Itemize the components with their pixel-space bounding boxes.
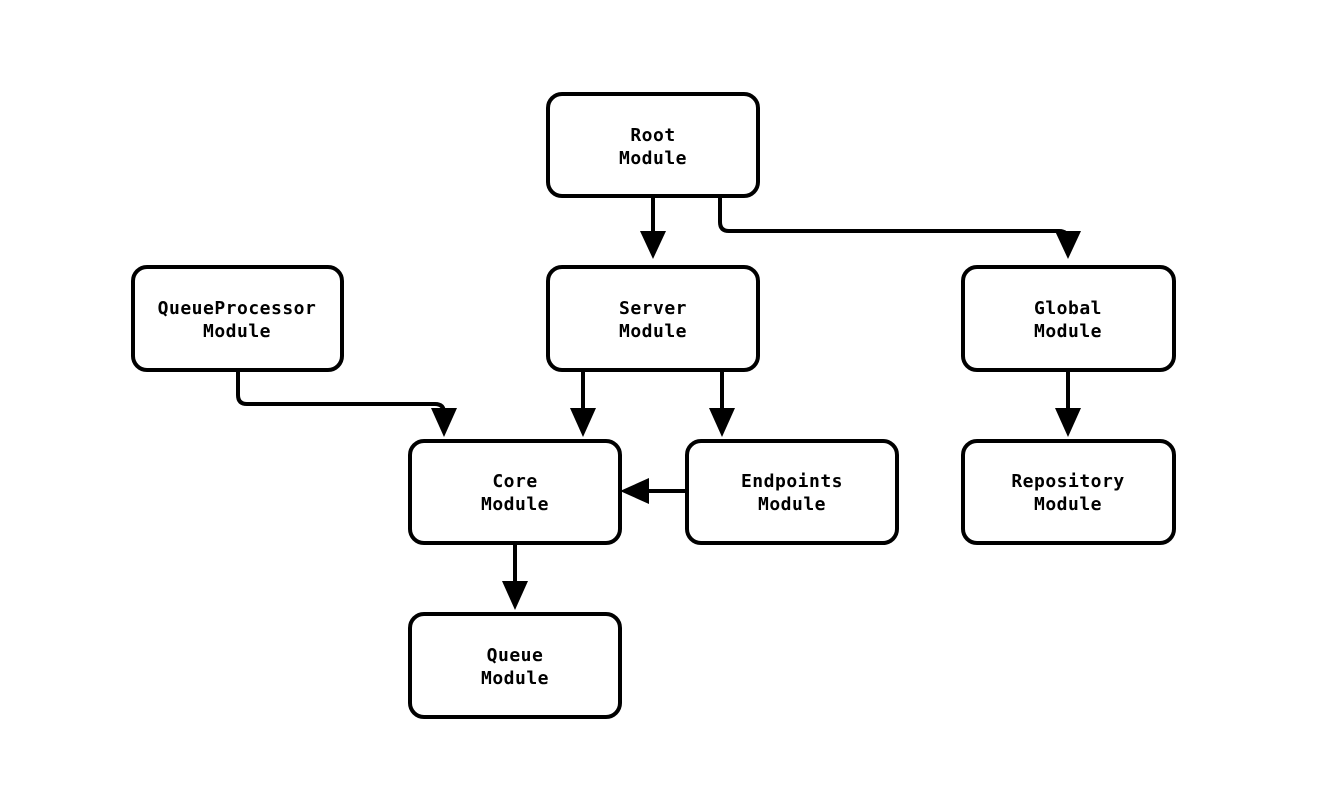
- edge-root-to-server-arrowhead: [640, 231, 666, 259]
- node-root-module-label-line2: Module: [619, 148, 687, 169]
- node-server-module-label-line2: Module: [619, 321, 687, 342]
- node-server-module-label-line1: Server: [619, 298, 687, 319]
- node-root-module-label-line1: Root: [630, 125, 675, 146]
- edge-core-to-queue: [502, 543, 528, 610]
- node-core-module[interactable]: Core Module: [408, 439, 622, 545]
- edge-server-to-core: [570, 370, 596, 437]
- edge-endpoints-to-core: [620, 478, 687, 504]
- edge-root-to-global-line: [718, 196, 1070, 241]
- node-repository-module[interactable]: Repository Module: [961, 439, 1176, 545]
- edge-queueprocessor-to-core: [236, 370, 457, 437]
- node-endpoints-module-label-line2: Module: [758, 494, 826, 515]
- edge-queueprocessor-to-core-arrowhead: [431, 408, 457, 437]
- node-queue-module[interactable]: Queue Module: [408, 612, 622, 719]
- node-endpoints-module-box[interactable]: [685, 439, 899, 545]
- node-repository-module-label-line1: Repository: [1011, 471, 1124, 492]
- node-queueprocessor-module-label-line1: QueueProcessor: [158, 298, 317, 319]
- node-queue-module-box[interactable]: [408, 612, 622, 719]
- edge-endpoints-to-core-arrowhead: [620, 478, 649, 504]
- node-core-module-label-line2: Module: [481, 494, 549, 515]
- node-queueprocessor-module[interactable]: QueueProcessor Module: [131, 265, 344, 372]
- node-server-module-box[interactable]: [546, 265, 760, 372]
- edge-queueprocessor-to-core-line: [236, 370, 446, 415]
- node-queueprocessor-module-box[interactable]: [131, 265, 344, 372]
- node-core-module-label-line1: Core: [492, 471, 537, 492]
- node-global-module-box[interactable]: [961, 265, 1176, 372]
- edge-global-to-repository: [1055, 370, 1081, 437]
- node-queue-module-label-line1: Queue: [487, 645, 544, 666]
- node-core-module-box[interactable]: [408, 439, 622, 545]
- node-endpoints-module-label-line1: Endpoints: [741, 471, 843, 492]
- node-server-module[interactable]: Server Module: [546, 265, 760, 372]
- node-global-module-label-line2: Module: [1034, 321, 1102, 342]
- node-global-module[interactable]: Global Module: [961, 265, 1176, 372]
- edge-core-to-queue-arrowhead: [502, 581, 528, 610]
- node-root-module-box[interactable]: [546, 92, 760, 198]
- edge-server-to-endpoints-arrowhead: [709, 408, 735, 437]
- edge-root-to-global-arrowhead: [1055, 231, 1081, 259]
- edge-root-to-global: [718, 196, 1081, 259]
- node-global-module-label-line1: Global: [1034, 298, 1102, 319]
- node-repository-module-box[interactable]: [961, 439, 1176, 545]
- node-endpoints-module[interactable]: Endpoints Module: [685, 439, 899, 545]
- edge-server-to-core-arrowhead: [570, 408, 596, 437]
- node-root-module[interactable]: Root Module: [546, 92, 760, 198]
- node-queueprocessor-module-label-line2: Module: [203, 321, 271, 342]
- edge-root-to-server: [640, 196, 666, 259]
- edge-server-to-endpoints: [709, 370, 735, 437]
- edge-global-to-repository-arrowhead: [1055, 408, 1081, 437]
- node-queue-module-label-line2: Module: [481, 668, 549, 689]
- node-repository-module-label-line2: Module: [1034, 494, 1102, 515]
